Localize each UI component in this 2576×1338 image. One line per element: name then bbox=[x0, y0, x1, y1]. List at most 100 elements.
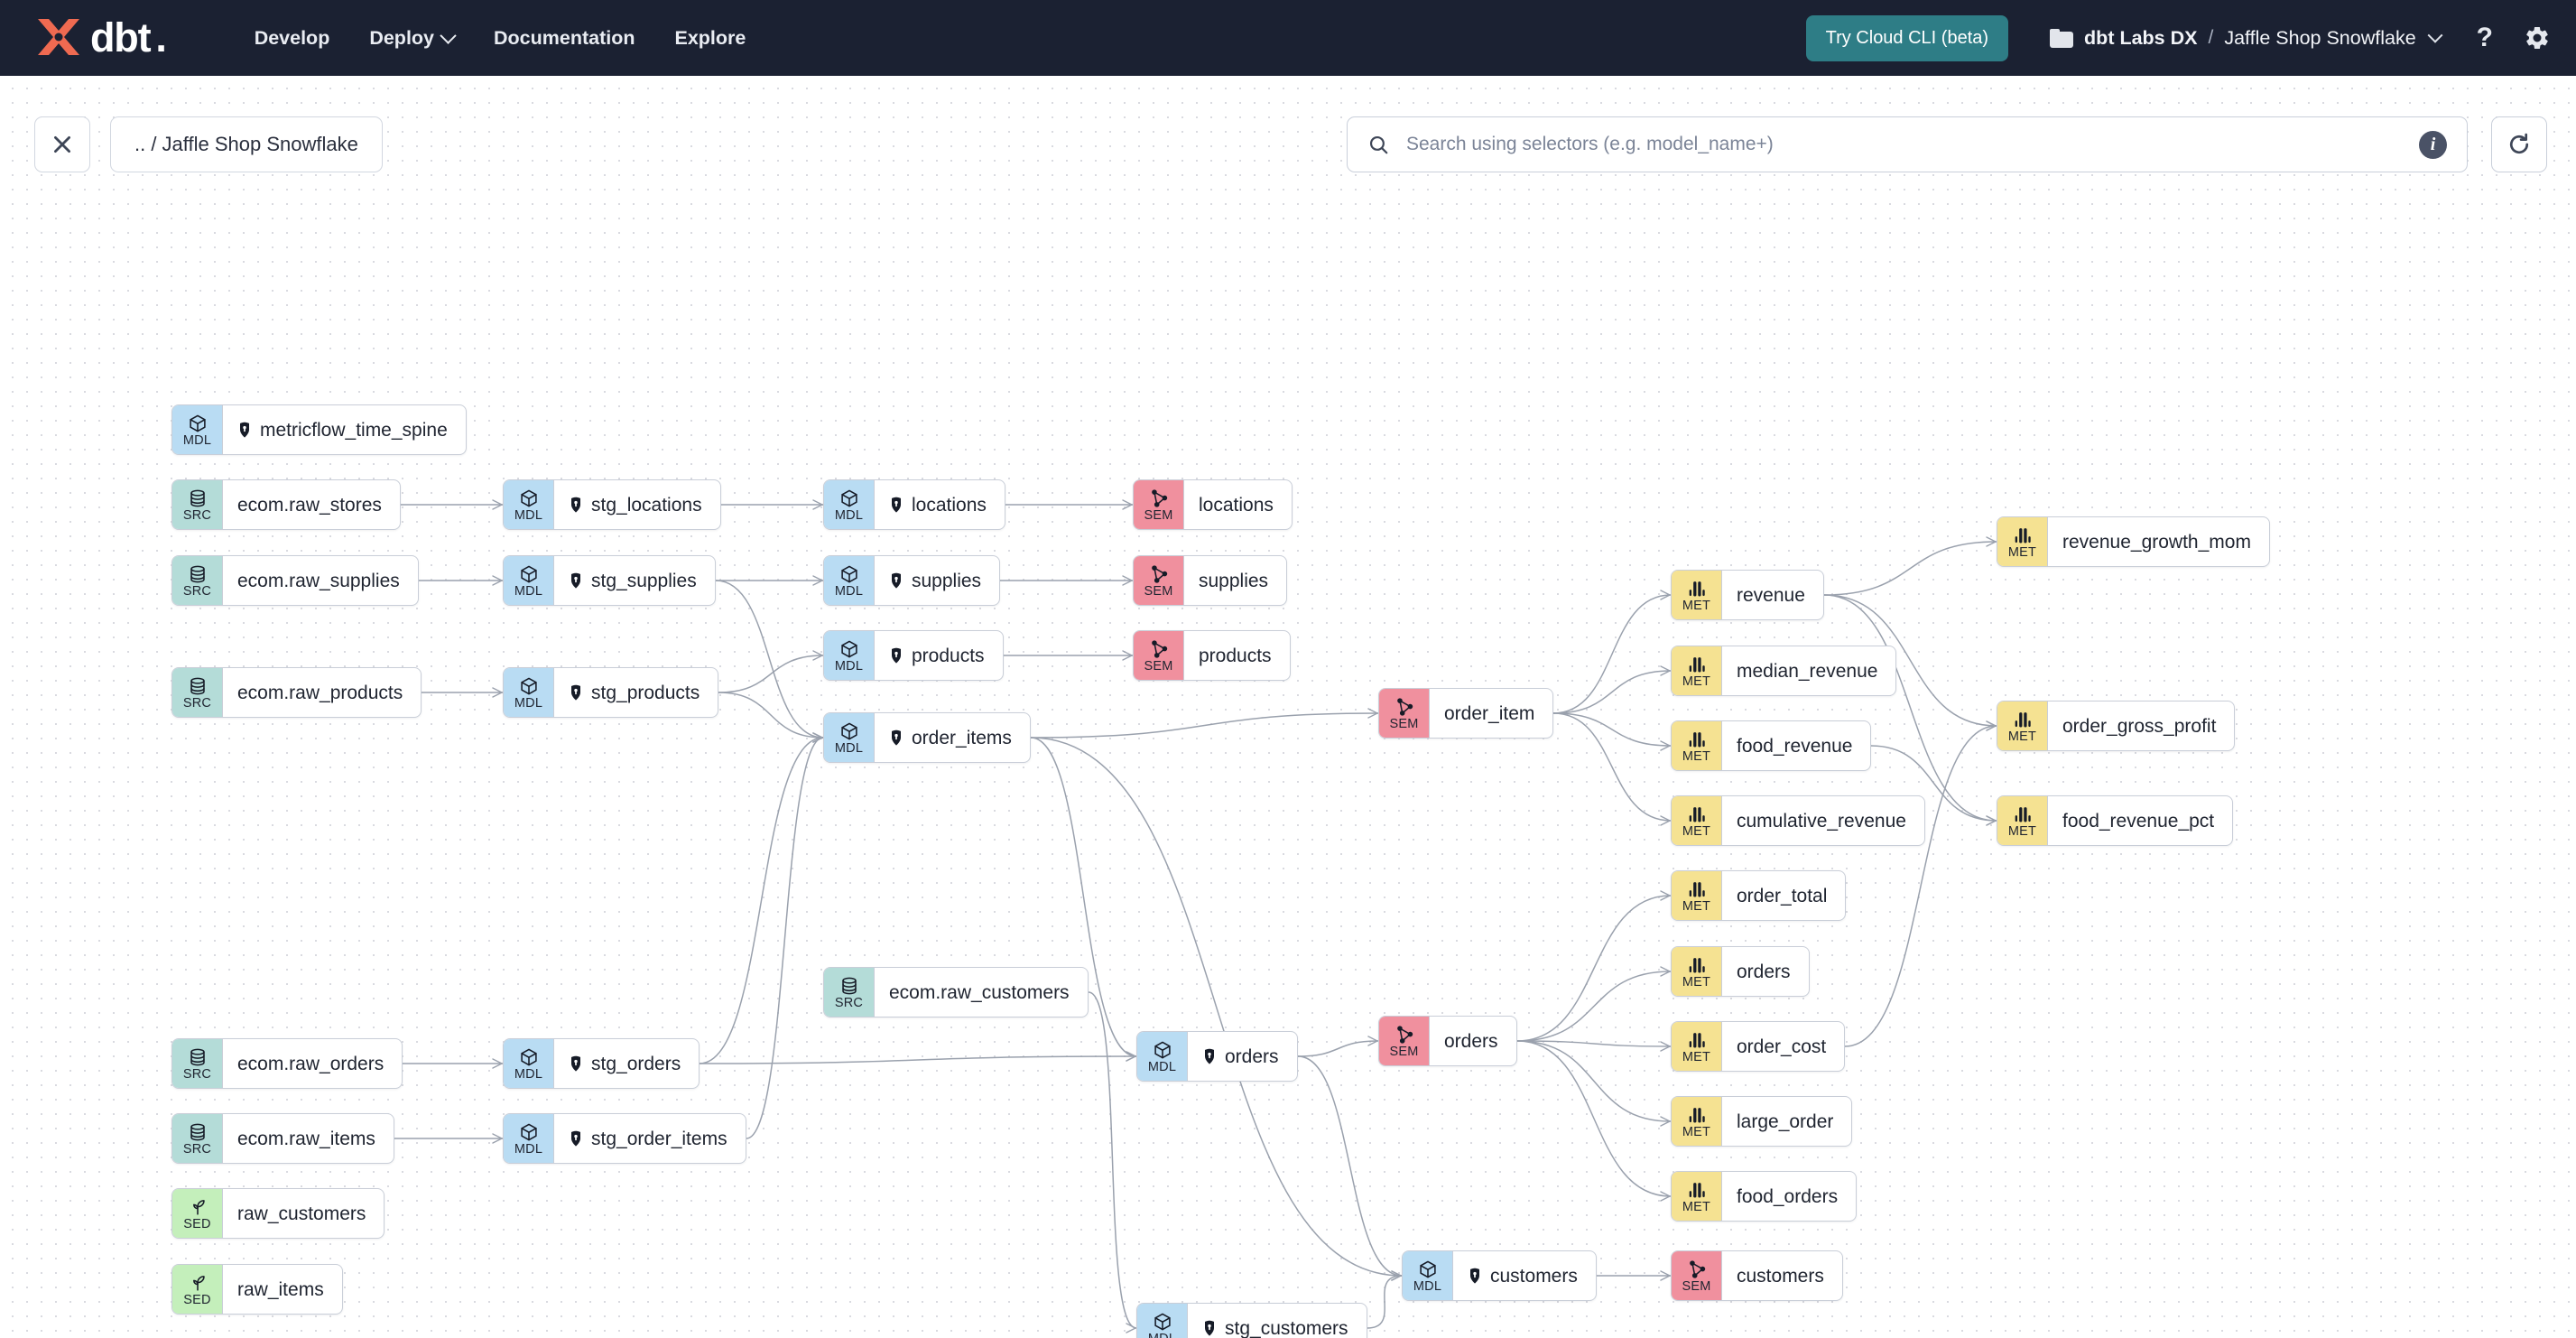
nav-deploy[interactable]: Deploy bbox=[349, 18, 474, 59]
cube-icon bbox=[839, 638, 860, 659]
graph-node-sed_raw_items[interactable]: SED raw_items bbox=[171, 1264, 343, 1315]
node-label: large_order bbox=[1737, 1110, 1834, 1132]
nav-develop-label: Develop bbox=[254, 26, 330, 49]
lineage-edge bbox=[1844, 725, 1997, 1047]
lineage-edge-arrow bbox=[1660, 1116, 1671, 1127]
node-type-badge-met: MET bbox=[1672, 871, 1722, 920]
refresh-button[interactable] bbox=[2491, 116, 2547, 172]
graph-breadcrumb-button[interactable]: .. / Jaffle Shop Snowflake bbox=[110, 116, 383, 172]
node-type-badge-mdl: MDL bbox=[824, 556, 875, 605]
bar-chart-icon bbox=[1686, 878, 1708, 899]
node-type-label: SEM bbox=[1682, 1278, 1711, 1294]
node-label: products bbox=[1199, 645, 1272, 666]
gear-icon[interactable] bbox=[2524, 24, 2551, 51]
node-type-badge-mdl: MDL bbox=[824, 631, 875, 680]
top-navigation-bar: dbt . Develop Deploy Documentation Explo… bbox=[0, 0, 2576, 76]
lineage-edge-arrow bbox=[1660, 966, 1671, 977]
cube-icon bbox=[518, 1121, 540, 1142]
node-body: stg_customers bbox=[1188, 1304, 1367, 1338]
lineage-edge-arrow bbox=[812, 575, 823, 586]
node-type-badge-src: SRC bbox=[172, 1039, 223, 1088]
node-body: raw_items bbox=[223, 1265, 342, 1314]
lineage-edge bbox=[1552, 712, 1672, 822]
node-type-badge-met: MET bbox=[1672, 796, 1722, 845]
database-icon bbox=[187, 563, 208, 584]
node-type-label: SEM bbox=[1144, 583, 1173, 599]
node-type-label: SED bbox=[183, 1292, 211, 1307]
lineage-edge bbox=[1030, 737, 1403, 1277]
dbt-logo-wordmark: dbt bbox=[90, 14, 152, 60]
nav-documentation[interactable]: Documentation bbox=[474, 18, 654, 59]
node-body: revenue_growth_mom bbox=[2048, 517, 2269, 566]
search-bar[interactable]: i bbox=[1347, 116, 2468, 172]
search-info-icon[interactable]: i bbox=[2419, 130, 2447, 159]
node-type-label: MET bbox=[1682, 748, 1711, 764]
dbt-logo[interactable]: dbt . bbox=[32, 14, 167, 61]
node-label: locations bbox=[1199, 494, 1274, 516]
nav-develop[interactable]: Develop bbox=[235, 18, 350, 59]
bar-chart-icon bbox=[1686, 1029, 1708, 1050]
lineage-edge-arrow bbox=[1367, 708, 1378, 719]
close-button[interactable] bbox=[34, 116, 90, 172]
bar-chart-icon bbox=[1686, 1104, 1708, 1125]
lineage-edge-arrow bbox=[1660, 890, 1671, 901]
node-label: stg_supplies bbox=[591, 570, 697, 591]
lineage-edge bbox=[1823, 594, 1997, 727]
node-body: food_orders bbox=[1722, 1172, 1856, 1221]
node-body: order_cost bbox=[1722, 1022, 1844, 1071]
lineage-edge-arrow bbox=[812, 499, 823, 510]
node-type-label: MDL bbox=[1148, 1332, 1176, 1338]
chevron-down-icon[interactable] bbox=[2427, 27, 2443, 43]
node-type-label: MET bbox=[1682, 1124, 1711, 1139]
lineage-edge bbox=[1297, 1055, 1403, 1277]
try-cloud-cli-button[interactable]: Try Cloud CLI (beta) bbox=[1805, 14, 2009, 61]
semantic-model-icon bbox=[1394, 696, 1415, 717]
node-type-label: SRC bbox=[182, 583, 212, 599]
lineage-edge bbox=[1516, 895, 1672, 1042]
graph-node-stg_customers[interactable]: MDL stg_customers bbox=[1136, 1303, 1367, 1338]
search-input[interactable] bbox=[1404, 133, 2419, 156]
nav-explore[interactable]: Explore bbox=[655, 18, 766, 59]
help-icon[interactable]: ? bbox=[2476, 23, 2493, 52]
graph-node-met_large_order[interactable]: MET large_order bbox=[1671, 1096, 1853, 1147]
lineage-edge-arrow bbox=[492, 1133, 503, 1144]
project-breadcrumb[interactable]: dbt Labs DX / Jaffle Shop Snowflake bbox=[2050, 27, 2443, 50]
